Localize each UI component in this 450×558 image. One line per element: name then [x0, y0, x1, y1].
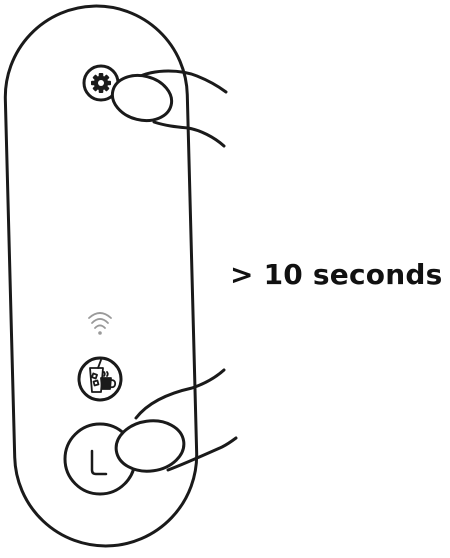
iced-coffee-button[interactable]	[79, 358, 121, 400]
gear-icon	[91, 73, 111, 93]
duration-label: > 10 seconds	[230, 258, 442, 291]
